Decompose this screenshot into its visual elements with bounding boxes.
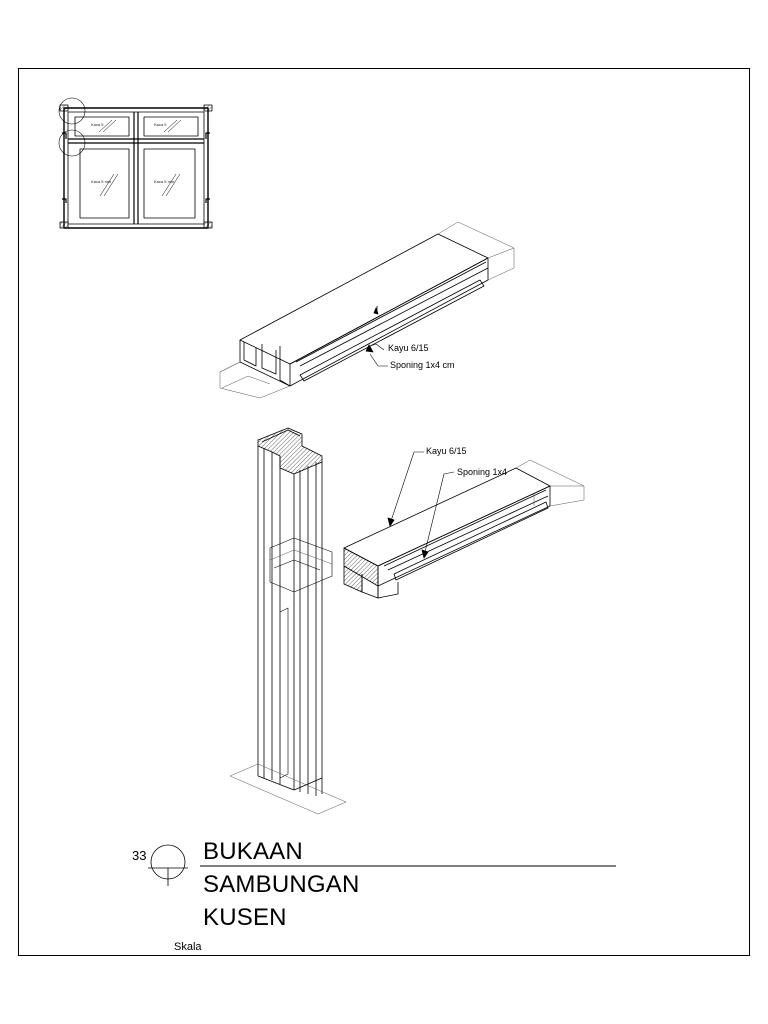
- window-panel-text-bottom-left: Kaca 5 mm: [91, 179, 112, 184]
- detail-number: 33: [132, 848, 147, 863]
- callout-right-kayu: Kayu 6/15: [426, 446, 467, 456]
- window-panel-text-top-left: Kaca 5: [91, 122, 104, 127]
- window-panel-text-bottom-right: Kaca 5 mm: [154, 179, 175, 184]
- window-panel-text-top-right: Kaca 5: [154, 122, 167, 127]
- vertical-post-isometric: [229, 427, 347, 815]
- scale-label: Skala: [174, 941, 202, 953]
- callout-top-sponing: Sponing 1x4 cm: [390, 360, 455, 370]
- drawing-sheet-border: [18, 68, 750, 956]
- top-isometric-frame-member: [219, 221, 515, 399]
- window-elevation-thumbnail: [58, 97, 213, 229]
- title-block: [148, 844, 616, 886]
- callout-top-kayu: Kayu 6/15: [388, 343, 429, 353]
- right-isometric-frame-member: [343, 451, 585, 599]
- title-line-2: SAMBUNGAN: [203, 871, 360, 898]
- title-line-3: KUSEN: [203, 904, 287, 931]
- callout-right-sponing: Sponing 1x4: [457, 467, 508, 477]
- title-line-1: BUKAAN: [203, 838, 303, 865]
